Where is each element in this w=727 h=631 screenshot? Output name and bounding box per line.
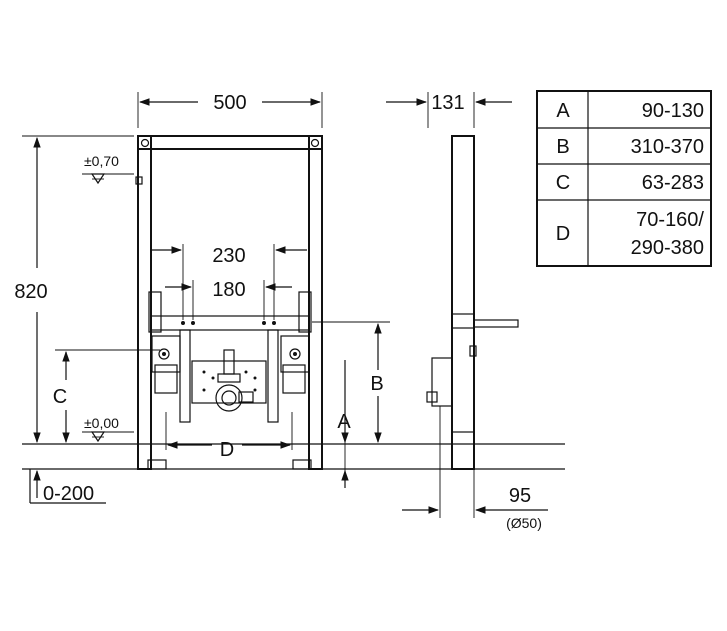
depth-label: 131: [431, 92, 464, 114]
level-floor-label: ±0,00: [84, 415, 119, 431]
pipe-offset-dimension: 95 (Ø50): [402, 469, 548, 531]
pipe-diameter-label: (Ø50): [506, 515, 542, 531]
dim-c: C: [53, 349, 160, 444]
table-value-a: 90-130: [642, 100, 704, 122]
floor-range-label: 0-200: [43, 483, 94, 505]
dimension-table: A 90-130 B 310-370 C 63-283 D 70-160/ 29…: [536, 90, 712, 267]
table-key-a: A: [556, 100, 570, 122]
level-floor-marker: ±0,00: [82, 415, 134, 443]
dim-c-label: C: [53, 386, 67, 408]
width-dimension: 500: [137, 92, 323, 128]
dim-d: D: [165, 412, 293, 461]
table-value-d-line1: 70-160/: [636, 209, 704, 231]
dim-a: A: [337, 360, 351, 488]
side-view-frame: [398, 135, 565, 518]
table-value-b: 310-370: [631, 136, 704, 158]
table-value-d-line2: 290-380: [631, 237, 704, 259]
dim-b: B: [312, 321, 390, 444]
dim-b-label: B: [370, 373, 383, 395]
level-top-marker: ±0,70: [82, 153, 134, 185]
table-value-c: 63-283: [642, 172, 704, 194]
spacing-inner-label: 180: [212, 279, 245, 301]
depth-dimension: 131: [386, 92, 512, 128]
height-dimension: 820: [14, 135, 134, 444]
front-view-frame: [135, 135, 323, 470]
table-key-c: C: [556, 172, 570, 194]
spacing-outer-label: 230: [212, 245, 245, 267]
dim-d-label: D: [220, 439, 234, 461]
spacing-dimensions: 230 180: [150, 244, 307, 320]
table-key-b: B: [556, 136, 569, 158]
table-key-d: D: [556, 223, 570, 245]
dim-a-label: A: [337, 411, 351, 433]
floor-lines: 0-200: [22, 443, 398, 505]
pipe-offset-label: 95: [509, 485, 531, 507]
width-label: 500: [213, 92, 246, 114]
height-label: 820: [14, 281, 47, 303]
level-top-label: ±0,70: [84, 153, 119, 169]
